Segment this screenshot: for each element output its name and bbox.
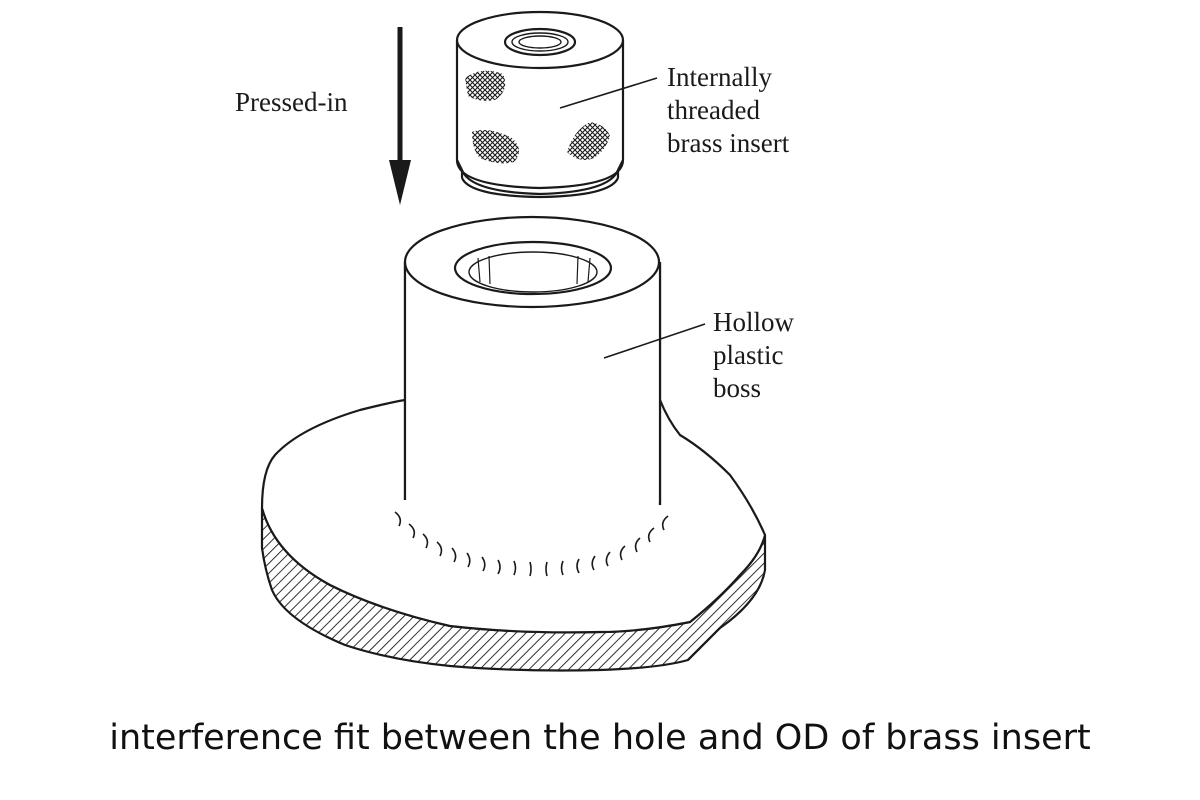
plastic-boss bbox=[260, 215, 767, 672]
insert-label: Internally threaded brass insert bbox=[667, 61, 789, 160]
knurl-patch bbox=[472, 130, 520, 164]
boss-label: Hollow plastic boss bbox=[713, 306, 794, 405]
boss-leader-line bbox=[603, 323, 706, 359]
press-direction-arrow bbox=[389, 27, 411, 205]
boss-label-line: boss bbox=[713, 373, 762, 403]
figure-caption: interference fit between the hole and OD… bbox=[109, 718, 1091, 758]
insert-label-line: brass insert bbox=[667, 128, 790, 158]
boss-label-line: plastic bbox=[713, 340, 784, 370]
pressed-in-label: Pressed-in bbox=[235, 87, 348, 117]
insert-label-line: threaded bbox=[667, 95, 760, 125]
knurl-patch bbox=[567, 122, 610, 160]
boss-hole bbox=[453, 240, 613, 296]
brass-insert bbox=[455, 10, 625, 199]
insert-leader-line bbox=[559, 77, 658, 109]
knurl-patch bbox=[465, 70, 506, 101]
boss-label-line: Hollow bbox=[713, 307, 794, 337]
thread-hole bbox=[503, 27, 577, 57]
fillet-marks bbox=[394, 511, 669, 577]
insert-label-line: Internally bbox=[667, 62, 772, 92]
